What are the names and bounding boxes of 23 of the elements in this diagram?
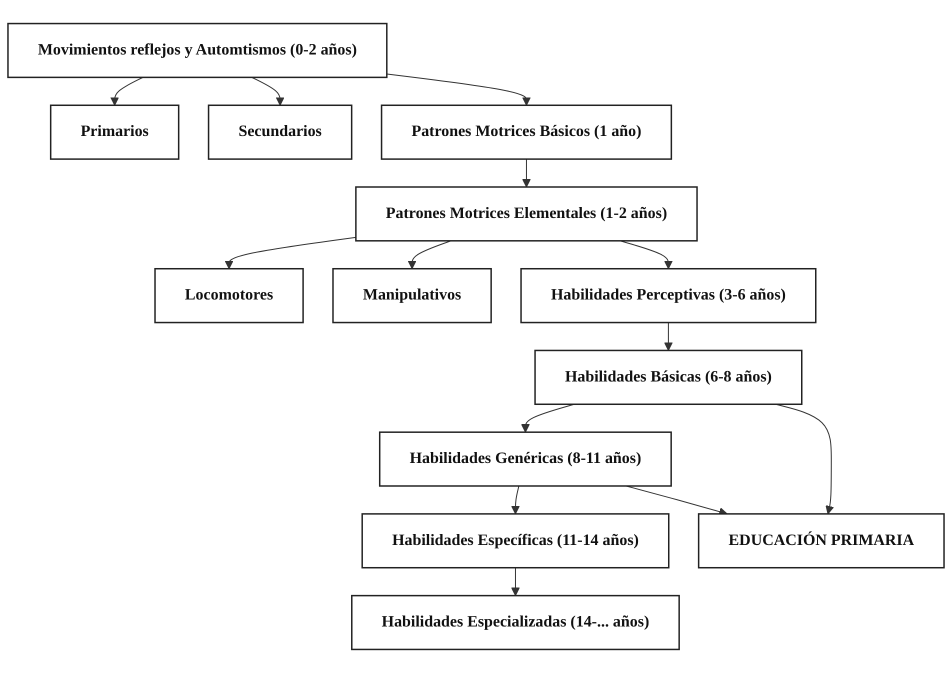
- node-box: Movimientos reflejos y Automtismos (0-2 años): [7, 22, 388, 78]
- node-box: Locomotores: [154, 268, 304, 324]
- node-box: Habilidades Perceptivas (3-6 años): [520, 268, 816, 324]
- arrow: [408, 240, 452, 270]
- arrow: [511, 486, 520, 514]
- node-box: Habilidades Básicas (6-8 años): [534, 350, 802, 406]
- node-box: Patrones Motrices Elementales (1-2 años): [355, 186, 698, 242]
- node-box: Patrones Motrices Básicos (1 año): [380, 104, 672, 160]
- node-box: Habilidades Especializadas (14-... años): [351, 594, 680, 650]
- node-box: EDUCACIÓN PRIMARIA: [698, 513, 945, 568]
- arrow: [386, 73, 531, 106]
- node-box: Habilidades Específicas (11-14 años): [361, 513, 670, 568]
- node-box: Secundarios: [208, 104, 352, 160]
- arrow: [521, 404, 575, 433]
- node-box: Manipulativos: [332, 268, 492, 324]
- arrow: [664, 322, 673, 351]
- arrow: [511, 567, 520, 596]
- arrow: [110, 76, 144, 106]
- arrow: [251, 76, 284, 106]
- arrow: [522, 158, 531, 188]
- node-box: Primarios: [50, 104, 180, 160]
- arrow: [224, 236, 356, 270]
- node-box: Habilidades Genéricas (8-11 años): [378, 431, 672, 487]
